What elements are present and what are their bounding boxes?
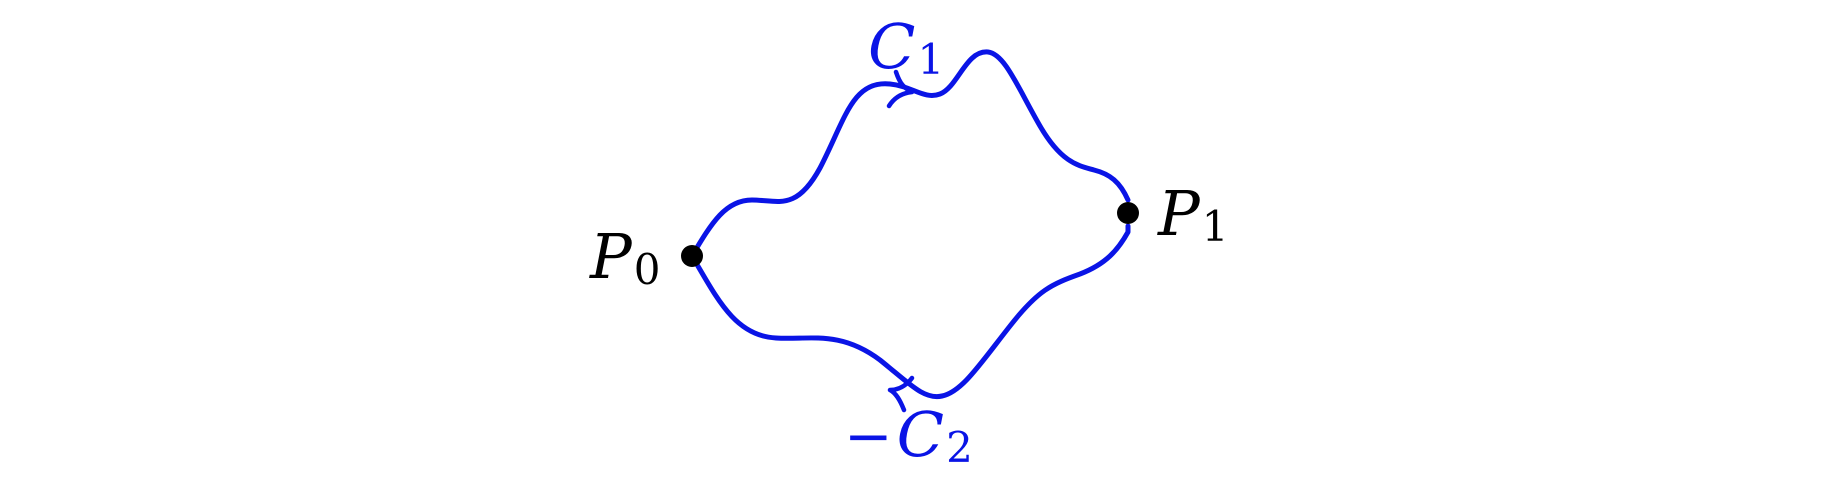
curve-c2 [689,223,1131,400]
label-c2-prefix: − [844,402,893,470]
label-p0-index: 0 [634,245,661,294]
label-c1-index: 1 [917,35,944,84]
label-p0-name: P [589,220,633,293]
curve-c1 [689,49,1131,259]
label-p1: P1 [1157,177,1228,251]
arrowhead-c1 [886,69,915,109]
label-p0: P0 [589,220,660,294]
label-p1-index: 1 [1202,202,1229,251]
label-c2-name: C [897,398,944,471]
label-p1-name: P [1157,177,1201,250]
label-c1-name: C [868,10,915,83]
label-c2-index: 2 [946,423,973,472]
label-c2: −C2 [844,398,973,472]
point-p0 [681,245,703,267]
label-c1: C1 [868,10,944,84]
arrowhead-c2 [887,375,915,413]
point-p1 [1117,202,1139,224]
